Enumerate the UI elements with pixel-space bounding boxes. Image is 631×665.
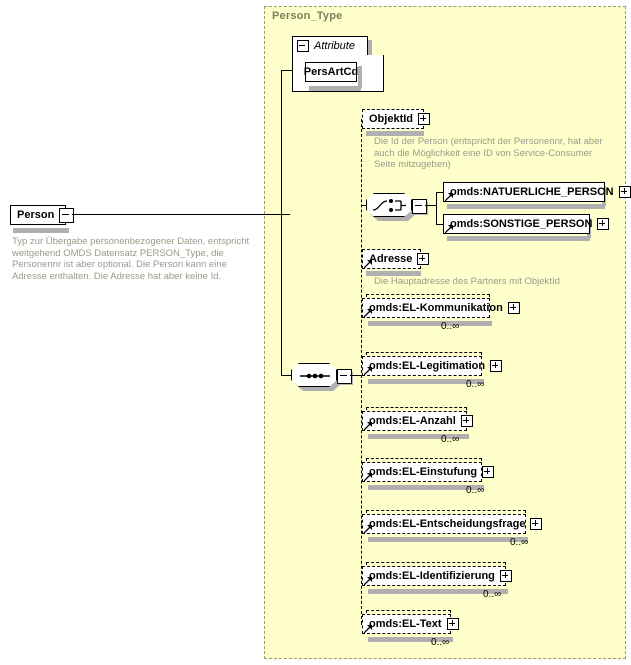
- node-el-identifizierung-label: omds:EL-Identifizierung: [369, 569, 495, 582]
- adresse-ref-arrow: [364, 260, 372, 268]
- node-el-einstufung-label: omds:EL-Einstufung: [369, 465, 478, 478]
- choice-icon: [372, 199, 406, 212]
- connector-trunk-to-attribute: [281, 70, 293, 71]
- node-el-text[interactable]: omds:EL-Text: [362, 614, 459, 634]
- el-identifizierung-occurrence: 0..∞: [483, 589, 502, 600]
- nat-person-shadow: [447, 204, 605, 209]
- person-node[interactable]: Person: [10, 205, 66, 225]
- sonstige-person-shadow: [447, 236, 590, 241]
- el-einstufung-occurrence: 0..∞: [466, 485, 485, 496]
- sequence-icon: [300, 373, 330, 379]
- node-objektid-label: ObjektId: [369, 112, 414, 125]
- person-node-shadow: [13, 228, 69, 233]
- el-kommunikation-shadow: [368, 321, 492, 326]
- attribute-group-header[interactable]: Attribute: [292, 36, 368, 56]
- node-el-kommunikation[interactable]: omds:EL-Kommunikation: [362, 298, 520, 318]
- attribute-persartcd[interactable]: PersArtCd: [303, 62, 359, 82]
- choice-collapse-toggle[interactable]: [412, 199, 427, 214]
- adresse-shadow: [366, 271, 421, 276]
- el-legitimation-ref-arrow: [364, 367, 372, 375]
- persartcd-shadow-right: [358, 66, 362, 88]
- el-entscheidungsfrage-occurrence: 0..∞: [510, 537, 529, 548]
- node-el-anzahl[interactable]: omds:EL-Anzahl: [362, 411, 473, 431]
- el-einstufung-expand-icon[interactable]: [482, 466, 495, 478]
- node-el-text-label: omds:EL-Text: [369, 617, 442, 630]
- el-identifizierung-ref-arrow: [364, 577, 372, 585]
- el-text-shadow: [368, 637, 453, 642]
- el-kommunikation-occurrence: 0..∞: [441, 321, 460, 332]
- connector-children-bus: [361, 119, 362, 624]
- node-adresse-label: Adresse: [369, 252, 413, 265]
- connector-choice-to-sonst: [436, 224, 444, 225]
- el-entscheidungsfrage-shadow: [368, 537, 528, 542]
- person-annotation: Typ zur Übergabe personenbezogener Daten…: [12, 236, 250, 282]
- el-text-occurrence: 0..∞: [431, 637, 450, 648]
- node-el-identifizierung[interactable]: omds:EL-Identifizierung: [362, 566, 512, 586]
- node-el-entscheidungsfrage[interactable]: omds:EL-Entscheidungsfrage: [362, 514, 543, 534]
- type-container-label: Person_Type: [272, 10, 343, 22]
- el-legitimation-expand-icon[interactable]: [490, 360, 503, 372]
- el-legitimation-occurrence: 0..∞: [466, 379, 485, 390]
- node-sonstige-person[interactable]: omds:SONSTIGE_PERSON: [443, 214, 610, 234]
- choice-compositor[interactable]: [366, 193, 412, 217]
- connector-choice-bus: [436, 192, 437, 225]
- adresse-expand-icon[interactable]: [417, 253, 430, 265]
- person-node-label: Person: [17, 208, 55, 221]
- sequence-collapse-toggle[interactable]: [337, 369, 352, 384]
- el-entscheidungsfrage-ref-arrow: [364, 525, 372, 533]
- el-kommunikation-expand-icon[interactable]: [507, 302, 520, 314]
- node-natuerliche-person-label: omds:NATUERLICHE_PERSON: [450, 185, 614, 198]
- sonstige-person-expand-icon[interactable]: [597, 218, 610, 230]
- objektid-expand-icon[interactable]: [418, 113, 431, 125]
- node-el-legitimation-label: omds:EL-Legitimation: [369, 359, 486, 372]
- node-el-einstufung[interactable]: omds:EL-Einstufung: [362, 462, 495, 482]
- connector-trunk-to-sequence: [281, 375, 293, 376]
- el-anzahl-occurrence: 0..∞: [441, 434, 460, 445]
- sequence-compositor[interactable]: [291, 363, 337, 387]
- attribute-collapse-toggle[interactable]: [297, 40, 309, 52]
- el-identifizierung-expand-icon[interactable]: [499, 570, 512, 582]
- connector-to-choice: [361, 205, 367, 206]
- node-el-entscheidungsfrage-label: omds:EL-Entscheidungsfrage: [369, 517, 526, 530]
- adresse-annotation: Die Hauptadresse des Partners mit Objekt…: [374, 276, 560, 287]
- natuerliche-person-expand-icon[interactable]: [618, 186, 631, 198]
- el-text-expand-icon[interactable]: [446, 618, 459, 630]
- el-einstufung-ref-arrow: [364, 473, 372, 481]
- el-anzahl-expand-icon[interactable]: [460, 415, 473, 427]
- el-einstufung-shadow: [368, 485, 484, 490]
- node-sonstige-person-label: omds:SONSTIGE_PERSON: [450, 217, 593, 230]
- attribute-group-label: Attribute: [314, 40, 355, 52]
- natuerliche-person-ref-arrow: [445, 193, 453, 201]
- node-adresse[interactable]: Adresse: [362, 249, 430, 269]
- person-collapse-toggle[interactable]: [59, 208, 74, 223]
- el-kommunikation-ref-arrow: [364, 309, 372, 317]
- el-anzahl-shadow: [368, 434, 469, 439]
- el-text-ref-arrow: [364, 625, 372, 633]
- node-el-anzahl-label: omds:EL-Anzahl: [369, 414, 456, 427]
- connector-choice-out: [425, 205, 437, 206]
- persartcd-shadow: [309, 86, 361, 91]
- el-identifizierung-shadow: [368, 589, 508, 594]
- objektid-shadow: [366, 131, 424, 136]
- node-objektid[interactable]: ObjektId: [362, 109, 431, 129]
- el-entscheidungsfrage-expand-icon[interactable]: [530, 518, 543, 530]
- attribute-persartcd-label: PersArtCd: [303, 65, 359, 78]
- el-anzahl-ref-arrow: [364, 422, 372, 430]
- sonstige-person-ref-arrow: [445, 225, 453, 233]
- node-el-kommunikation-label: omds:EL-Kommunikation: [369, 301, 503, 314]
- person-type-container: [264, 6, 626, 659]
- node-el-legitimation[interactable]: omds:EL-Legitimation: [362, 356, 503, 376]
- connector-choice-to-nat: [436, 192, 444, 193]
- connector-container-entry: [264, 214, 282, 215]
- connector-type-trunk: [281, 70, 282, 376]
- node-natuerliche-person[interactable]: omds:NATUERLICHE_PERSON: [443, 182, 631, 202]
- connector-sequence-out: [350, 375, 362, 376]
- el-legitimation-shadow: [368, 379, 484, 384]
- connector-person-to-type: [72, 214, 290, 215]
- objektid-annotation: Die Id der Person (entspricht der Person…: [374, 136, 603, 170]
